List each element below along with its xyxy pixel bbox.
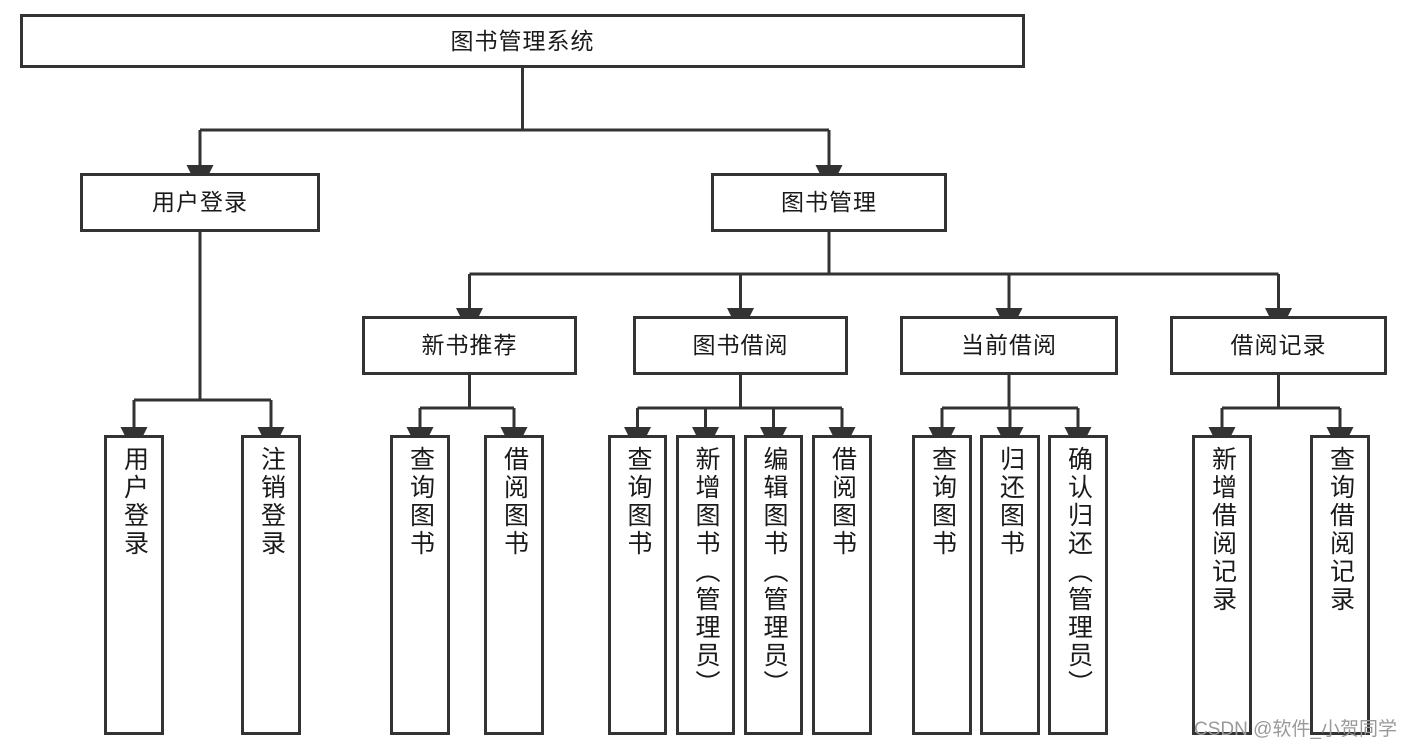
node-leaf-add-record[interactable]: 新增借阅记录 xyxy=(1192,435,1252,735)
node-label: 当前借阅 xyxy=(961,332,1057,359)
node-leaf-edit-book[interactable]: 编辑图书（管理员） xyxy=(744,435,803,735)
node-leaf-add-book[interactable]: 新增图书（管理员） xyxy=(676,435,735,735)
node-label: 编辑图书（管理员） xyxy=(760,446,788,698)
node-label: 图书借阅 xyxy=(692,332,789,359)
node-current-borrow[interactable]: 当前借阅 xyxy=(900,316,1118,375)
node-label: 借阅图书 xyxy=(828,446,857,558)
node-book-manage[interactable]: 图书管理 xyxy=(711,173,947,232)
node-leaf-confirm-return[interactable]: 确认归还（管理员） xyxy=(1048,435,1108,735)
node-label: 注销登录 xyxy=(257,446,286,558)
node-new-book-recommend[interactable]: 新书推荐 xyxy=(362,316,577,375)
node-root[interactable]: 图书管理系统 xyxy=(20,14,1025,68)
node-leaf-user-login[interactable]: 用户登录 xyxy=(104,435,164,735)
node-label: 用户登录 xyxy=(120,446,149,558)
node-book-borrow[interactable]: 图书借阅 xyxy=(633,316,848,375)
node-leaf-query-book-2[interactable]: 查询图书 xyxy=(608,435,667,735)
node-label: 查询图书 xyxy=(928,446,957,558)
node-label: 借阅图书 xyxy=(500,446,529,558)
node-label: 查询图书 xyxy=(406,446,435,558)
node-label: 查询借阅记录 xyxy=(1326,446,1355,614)
node-label: 归还图书 xyxy=(996,446,1025,558)
node-label: 图书管理系统 xyxy=(450,27,595,54)
node-label: 新书推荐 xyxy=(421,332,518,359)
node-leaf-query-record[interactable]: 查询借阅记录 xyxy=(1310,435,1370,735)
node-label: 新增图书（管理员） xyxy=(692,446,720,698)
node-leaf-borrow-book-2[interactable]: 借阅图书 xyxy=(812,435,872,735)
node-leaf-query-book-3[interactable]: 查询图书 xyxy=(912,435,972,735)
node-leaf-return-book[interactable]: 归还图书 xyxy=(980,435,1040,735)
node-label: 图书管理 xyxy=(781,189,877,216)
node-label: 查询图书 xyxy=(624,446,652,558)
node-leaf-query-book-1[interactable]: 查询图书 xyxy=(390,435,450,735)
node-label: 用户登录 xyxy=(152,189,248,216)
node-leaf-borrow-book-1[interactable]: 借阅图书 xyxy=(484,435,544,735)
node-leaf-logout[interactable]: 注销登录 xyxy=(241,435,301,735)
node-user-login[interactable]: 用户登录 xyxy=(80,173,320,232)
node-label: 新增借阅记录 xyxy=(1208,446,1237,614)
node-label: 借阅记录 xyxy=(1230,332,1327,359)
node-label: 确认归还（管理员） xyxy=(1064,446,1093,698)
node-borrow-record[interactable]: 借阅记录 xyxy=(1170,316,1387,375)
csdn-watermark: CSDN @软件_小贺同学 xyxy=(1194,719,1397,740)
